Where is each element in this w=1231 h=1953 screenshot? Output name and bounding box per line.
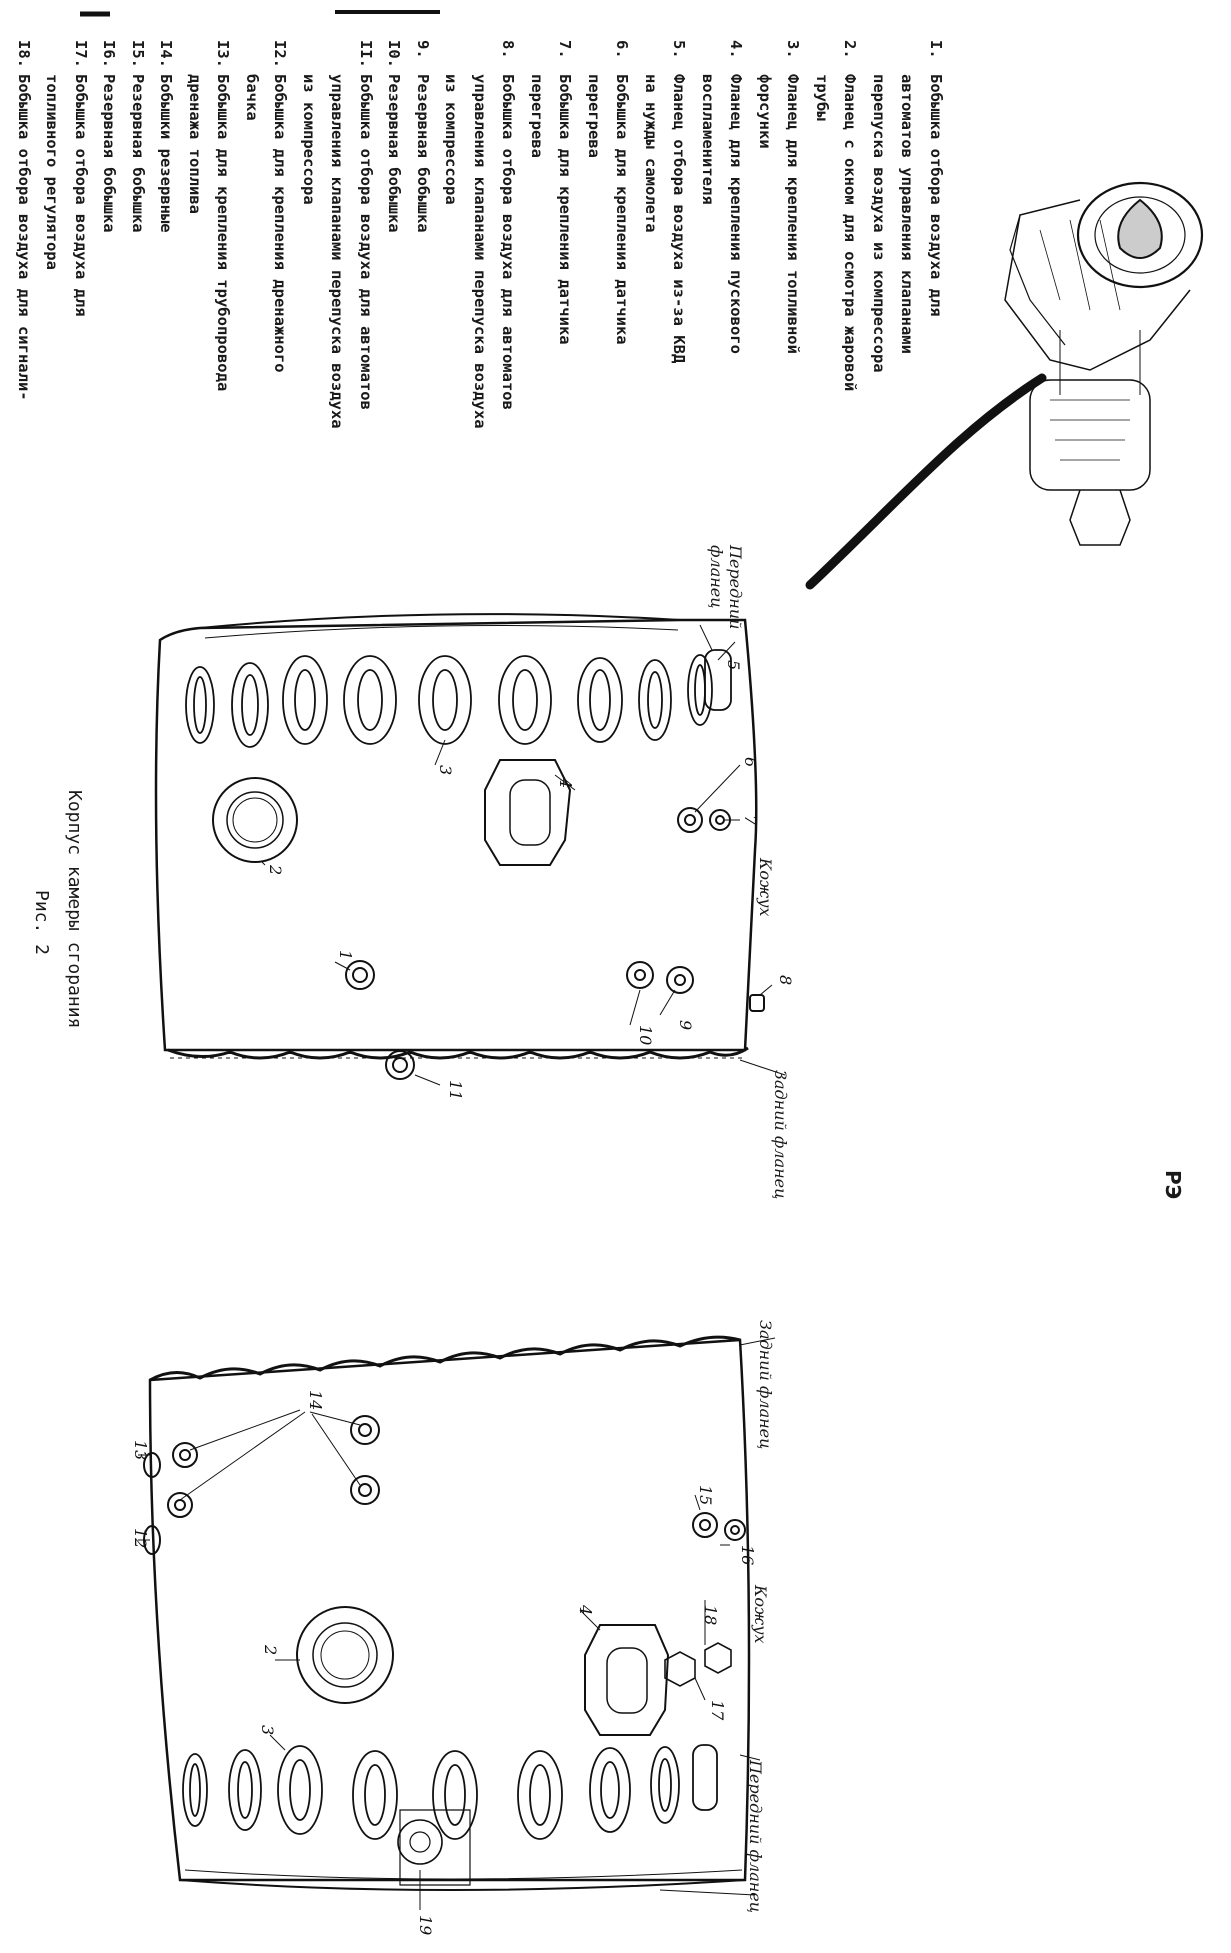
callout-2b: 2	[261, 1644, 280, 1655]
callout-3: 3	[436, 765, 455, 775]
callout-9: 9	[676, 1020, 695, 1030]
callout-4b: 4	[576, 1604, 595, 1615]
callout-8: 8	[776, 975, 795, 985]
callout-18: 18	[701, 1605, 720, 1625]
callout-11: 11	[446, 1080, 465, 1100]
callout-14: 14	[306, 1390, 325, 1410]
casing-drawing-top	[154, 613, 786, 1086]
callout-6: 6	[741, 757, 760, 767]
callout-7: 7	[741, 815, 760, 826]
callout-19: 19	[416, 1915, 435, 1935]
engine-thumbnail	[805, 181, 1204, 590]
callout-16: 16	[738, 1545, 757, 1565]
callout-17: 17	[708, 1700, 727, 1721]
casing-drawing-bottom	[138, 1335, 776, 1910]
callout-1: 1	[336, 950, 355, 960]
callout-12: 12	[131, 1528, 150, 1548]
callout-15: 15	[696, 1485, 715, 1505]
callout-10: 10	[636, 1025, 655, 1045]
callout-3b: 3	[258, 1725, 277, 1735]
callout-5: 5	[724, 660, 743, 670]
callout-13: 13	[131, 1440, 150, 1460]
callout-4: 4	[556, 777, 575, 788]
callout-2: 2	[266, 864, 285, 875]
